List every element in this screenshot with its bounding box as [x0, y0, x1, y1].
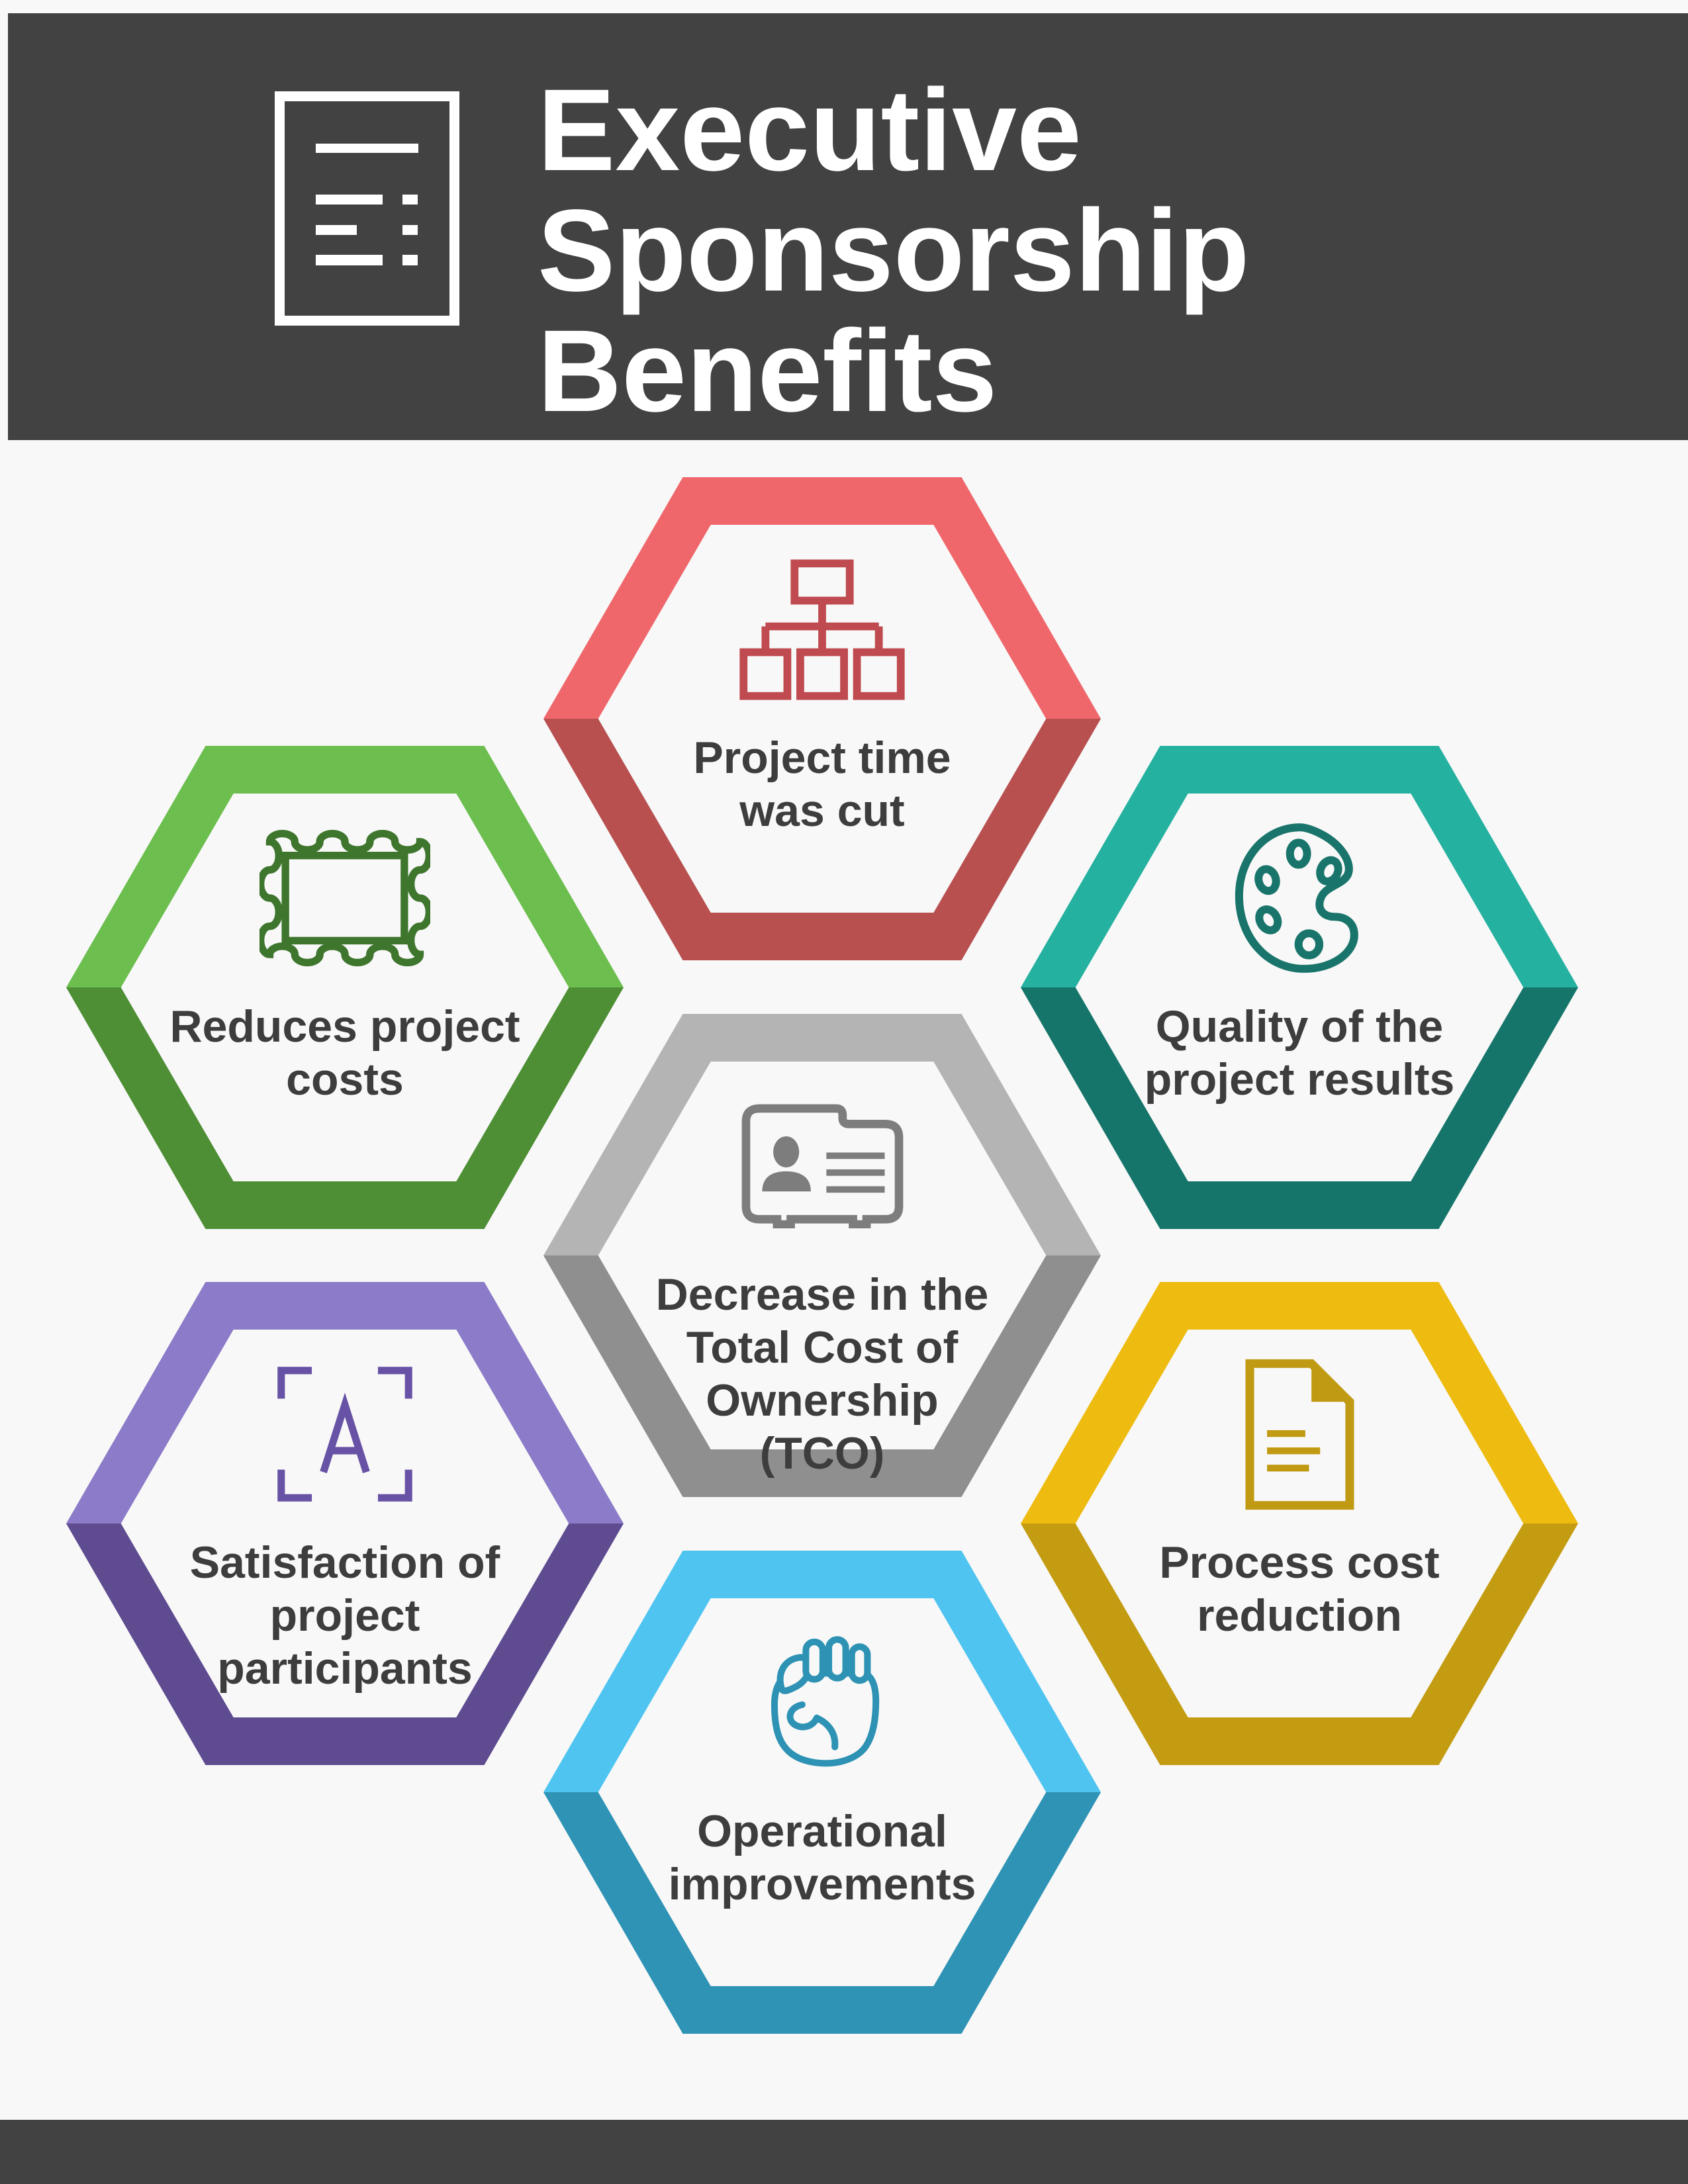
hexagon-ring — [543, 477, 1101, 960]
hexagon-ring — [1021, 1282, 1578, 1765]
hexagon-satisfaction-of-participants: Satisfaction of project participants — [66, 1282, 624, 1765]
hexagon-process-cost-reduction: Process cost reduction — [1021, 1282, 1578, 1765]
hexagon-label: Operational improvements — [668, 1806, 976, 1909]
hexagon-ring — [543, 1551, 1101, 2034]
hexagon-decrease-tco: Decrease in the Total Cost of Ownership … — [543, 1014, 1101, 1497]
palette-icon — [1021, 815, 1578, 981]
hexagon-label: Reduces project costs — [169, 1001, 520, 1105]
id-card-icon — [543, 1083, 1101, 1249]
fist-icon — [543, 1620, 1101, 1786]
document-fold-icon — [1021, 1351, 1578, 1517]
hexagon-label: Project time was cut — [693, 733, 951, 836]
page-title: Executive Sponsorship Benefits — [538, 66, 1250, 436]
hexagon-project-time: Project time was cut — [543, 477, 1101, 960]
footer-bar — [0, 2120, 1688, 2184]
hexagon-ring — [543, 1014, 1101, 1497]
header-bar: Executive Sponsorship Benefits — [8, 13, 1688, 440]
hexagon-label: Satisfaction of project participants — [189, 1537, 500, 1694]
hexagon-quality-of-results: Quality of the project results — [1021, 746, 1578, 1229]
letter-a-brackets-icon — [66, 1351, 624, 1517]
hexagon-label: Decrease in the Total Cost of Ownership … — [655, 1269, 989, 1479]
picture-frame-icon — [66, 815, 624, 981]
hexagon-label: Quality of the project results — [1144, 1001, 1455, 1105]
hexagon-label: Process cost reduction — [1159, 1537, 1440, 1641]
hexagon-operational-improvements: Operational improvements — [543, 1551, 1101, 2034]
org-chart-icon — [543, 547, 1101, 712]
hexagon-ring — [66, 1282, 624, 1765]
hexagon-ring — [1021, 746, 1578, 1229]
document-icon — [275, 91, 459, 326]
hexagon-ring — [66, 746, 624, 1229]
hexagon-reduces-project-costs: Reduces project costs — [66, 746, 624, 1229]
